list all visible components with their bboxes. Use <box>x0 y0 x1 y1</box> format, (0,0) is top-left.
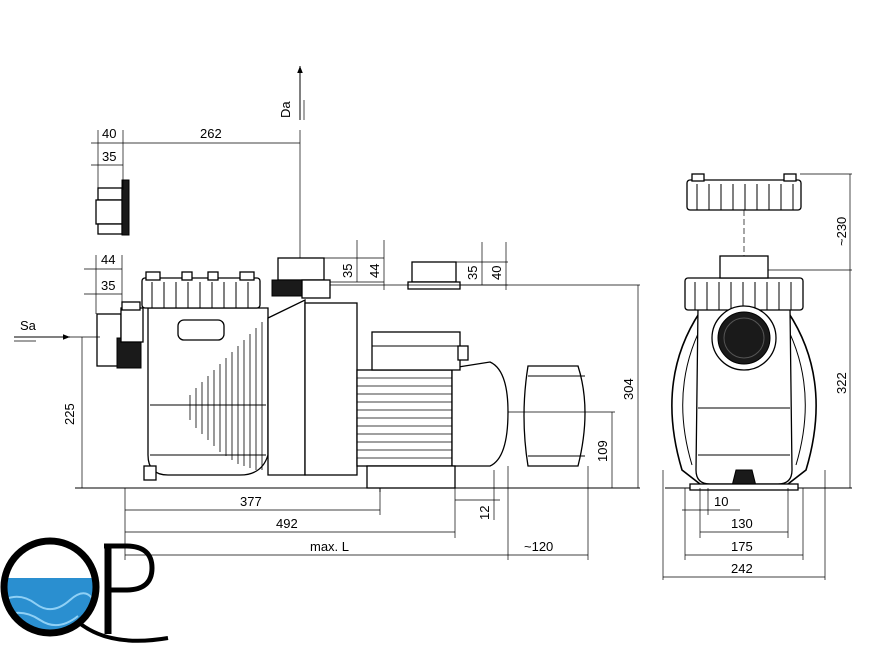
dim-foot-12: 12 <box>477 506 492 520</box>
dim-top-40: 40 <box>102 126 116 141</box>
inlet-union <box>96 301 144 369</box>
dim-side-242: 242 <box>731 561 753 576</box>
front-view: ~230 322 10 130 175 242 <box>662 173 852 580</box>
strainer-housing <box>141 271 269 481</box>
loose-lid <box>686 173 802 211</box>
dim-inlet-44: 44 <box>101 252 115 267</box>
label-sa: Sa <box>20 318 37 333</box>
dim-spare-35: 35 <box>465 266 480 280</box>
loose-union-part <box>95 179 130 236</box>
diffuser-fins <box>189 322 263 470</box>
side-view: Sa Da 40 262 35 44 35 35 44 35 40 <box>14 66 640 560</box>
dim-spare-40: 40 <box>489 266 504 280</box>
dim-side-175: 175 <box>731 539 753 554</box>
dim-top-35: 35 <box>102 149 116 164</box>
dim-top-262: 262 <box>200 126 222 141</box>
dim-side-322: 322 <box>834 372 849 394</box>
label-da: Da <box>278 101 293 118</box>
dim-union-35: 35 <box>340 264 355 278</box>
outlet-union-part <box>407 261 461 290</box>
pump-volute <box>267 257 358 476</box>
fan-cover <box>523 365 586 467</box>
dim-length-max: max. L <box>310 539 349 554</box>
dim-side-230: ~230 <box>834 217 849 246</box>
front-lid-ribs <box>694 282 792 310</box>
dim-side-10: 10 <box>714 494 728 509</box>
dim-height-225: 225 <box>62 403 77 425</box>
dim-inlet-35: 35 <box>101 278 115 293</box>
dim-union-44: 44 <box>367 264 382 278</box>
motor-cooling-fins <box>357 377 452 459</box>
lid-ribs <box>151 282 249 308</box>
qp-logo <box>0 537 169 643</box>
dim-side-130: 130 <box>731 516 753 531</box>
dim-height-304: 304 <box>621 378 636 400</box>
dim-height-109: 109 <box>595 440 610 462</box>
dim-length-120: ~120 <box>524 539 553 554</box>
dim-length-377: 377 <box>240 494 262 509</box>
dim-length-492: 492 <box>276 516 298 531</box>
motor <box>356 331 509 492</box>
